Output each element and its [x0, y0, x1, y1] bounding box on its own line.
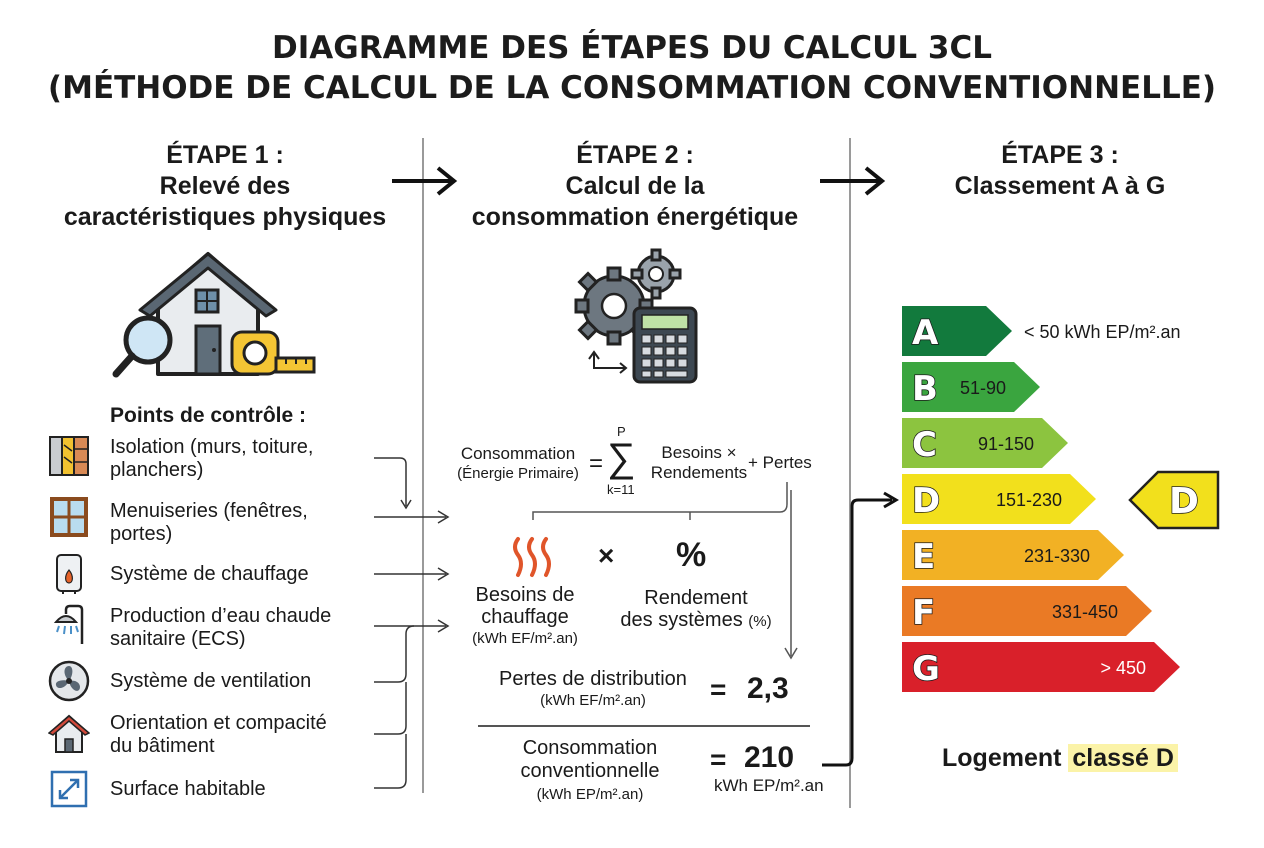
formula-sigma: ∑ [607, 436, 636, 480]
insulation-icon [49, 436, 89, 476]
selected-class-letter: D [1169, 481, 1199, 522]
energy-class-b: B 51-90 [902, 362, 1040, 412]
result-value: 210 [744, 741, 795, 774]
percent-icon: % [676, 536, 707, 574]
energy-class-f: F 331-450 [902, 586, 1152, 636]
area-icon [50, 770, 88, 808]
checkpoint-connectors [374, 457, 450, 789]
fan-icon [48, 660, 90, 702]
checkpoint-windows: Menuiseries (fenêtres,portes) [110, 500, 308, 545]
energy-class-letter-a: A [912, 313, 939, 353]
checkpoints-title: Points de contrôle : [110, 404, 307, 427]
gears-calculator-icon [574, 248, 698, 384]
final-class-highlight: classé D [1068, 744, 1178, 772]
energy-class-e: E 231-330 [902, 530, 1124, 580]
energy-class-bar-a [902, 306, 1012, 356]
energy-class-bar-b [902, 362, 1040, 412]
checkpoint-insulation: Isolation (murs, toiture,planchers) [110, 436, 314, 481]
energy-class-letter-e: E [912, 537, 935, 577]
result-separator [478, 725, 810, 727]
divider-right [849, 138, 851, 808]
energy-class-bar-g [902, 642, 1180, 692]
result-to-class-arrow [822, 491, 899, 767]
energy-class-letter-g: G [912, 649, 940, 689]
energy-class-d: D 151-230 [902, 474, 1096, 524]
selected-class-marker: D [1128, 470, 1220, 530]
result-value-unit: kWh EP/m².an [714, 776, 824, 795]
final-classification: Logement classé D [942, 744, 1178, 773]
energy-class-range-a: < 50 kWh EP/m².an [1024, 322, 1181, 342]
checkpoint-ventilation: Système de ventilation [110, 670, 312, 692]
system-efficiency: Rendement des systèmes (%) [620, 587, 772, 631]
energy-class-range-b: 51-90 [960, 378, 1006, 398]
shower-icon [53, 604, 84, 644]
energy-class-c: C 91-150 [902, 418, 1068, 468]
energy-class-bar-f [902, 586, 1152, 636]
energy-class-range-g: > 450 [1100, 658, 1146, 678]
formula-term: Besoins × Rendements [650, 443, 748, 482]
energy-class-bar-e [902, 530, 1124, 580]
energy-class-letter-f: F [912, 593, 935, 633]
page-title: DIAGRAMME DES ÉTAPES DU CALCUL 3CL [272, 30, 992, 66]
losses-equals: = [710, 674, 727, 705]
step-arrow-2-icon [820, 166, 886, 196]
window-icon [50, 497, 88, 537]
formula-lhs: Consommation (Énergie Primaire) [457, 444, 579, 482]
energy-class-range-c: 91-150 [978, 434, 1034, 454]
energy-class-letter-b: B [912, 369, 938, 409]
checkpoint-heating: Système de chauffage [110, 563, 309, 585]
heating-needs: Besoins de chauffage (kWh EF/m².an) [472, 584, 578, 647]
energy-class-letter-d: D [912, 481, 940, 521]
step2-heading: ÉTAPE 2 : Calcul de la consommation éner… [471, 141, 799, 231]
step1-heading: ÉTAPE 1 : Relevé des caractéristiques ph… [63, 141, 387, 231]
energy-class-g: G > 450 [902, 642, 1180, 692]
step-arrow-1-icon [392, 166, 458, 196]
house-inspection-icon [112, 252, 316, 378]
energy-class-range-d: 151-230 [996, 490, 1062, 510]
energy-class-range-e: 231-330 [1024, 546, 1090, 566]
page-subtitle: (MÉTHODE DE CALCUL DE LA CONSOMMATION CO… [47, 70, 1217, 106]
step3-heading: ÉTAPE 3 : Classement A à G [954, 141, 1166, 200]
distribution-losses: Pertes de distribution (kWh EF/m².an) [499, 668, 687, 709]
house-small-icon [48, 714, 90, 753]
formula-bracket [532, 482, 798, 660]
energy-class-range-f: 331-450 [1052, 602, 1118, 622]
formula-sigma-top: P [617, 424, 626, 439]
formula-plus-losses: + Pertes [748, 453, 812, 472]
divider-left [422, 138, 424, 793]
heat-waves-icon [513, 537, 551, 577]
losses-value: 2,3 [747, 672, 789, 705]
energy-class-bar-d [902, 474, 1096, 524]
energy-class-a: A < 50 kWh EP/m².an [902, 306, 1181, 356]
formula-equals: = [589, 450, 604, 477]
result-equals: = [710, 744, 727, 775]
energy-class-bar-c [902, 418, 1068, 468]
energy-class-letter-c: C [912, 425, 937, 465]
checkpoint-surface: Surface habitable [110, 778, 266, 800]
boiler-icon [56, 554, 82, 594]
formula-sigma-bottom: k=11 [607, 482, 635, 497]
conventional-consumption: Consommation conventionnelle (kWh EP/m².… [520, 737, 660, 803]
multiply-sign: × [598, 540, 615, 571]
